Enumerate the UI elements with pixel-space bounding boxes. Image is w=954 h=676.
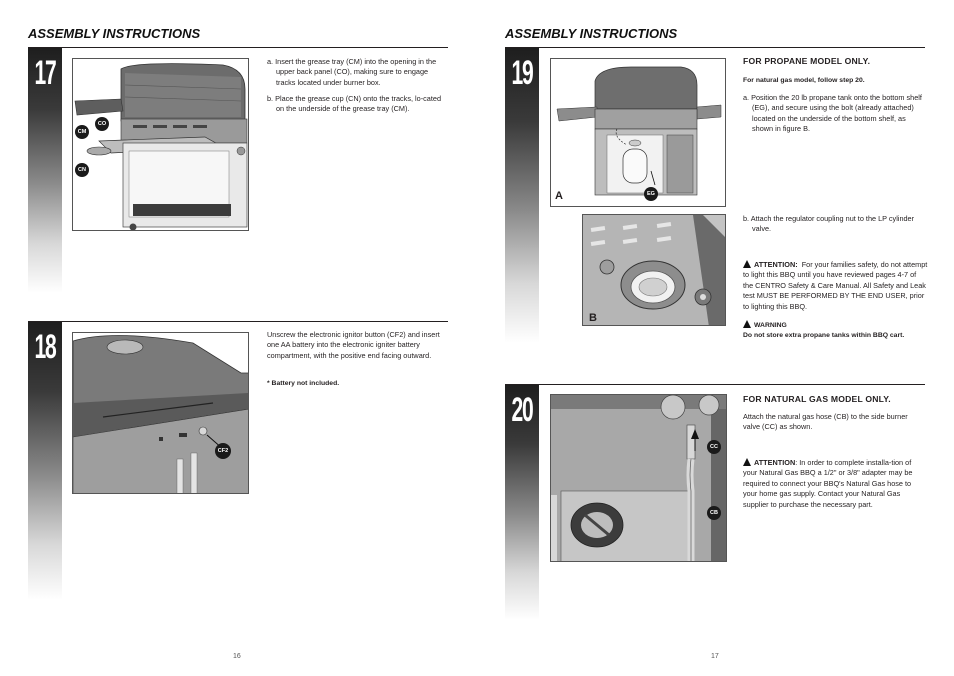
step18-illustration <box>72 332 249 494</box>
step20-attention-label: ATTENTION <box>754 458 796 467</box>
step18-number: 18 <box>34 328 57 366</box>
step18-stripe: 18 <box>28 322 62 600</box>
figure-b-label: B <box>589 312 597 324</box>
step20-stripe: 20 <box>505 385 539 620</box>
step19-subhead: FOR PROPANE MODEL ONLY. <box>743 56 871 66</box>
step19-stripe: 19 <box>505 48 539 343</box>
step17-number: 17 <box>34 54 57 92</box>
step18-note: * Battery not included. <box>267 380 340 387</box>
right-page-number: 17 <box>711 653 719 660</box>
step17-stripe: 17 <box>28 48 62 293</box>
natural-gas-hose-image <box>551 395 726 561</box>
step20-illustration <box>550 394 727 562</box>
grill-ignitor-image <box>73 333 248 493</box>
step20-rule <box>505 384 925 385</box>
step20-attention-text: : In order to complete installa-tion of … <box>743 458 913 509</box>
step20-text: Attach the natural gas hose (CB) to the … <box>743 412 908 432</box>
warning-triangle-icon <box>743 320 751 328</box>
step19-figure-a <box>550 58 726 207</box>
label-cb: CB <box>707 506 721 520</box>
warning-triangle-icon <box>743 260 751 268</box>
step17-illustration <box>72 58 249 231</box>
step20-subhead: FOR NATURAL GAS MODEL ONLY. <box>743 394 891 404</box>
step19-text-a: a. Position the 20 lb propane tank onto … <box>743 93 922 134</box>
step19-text-b: b. Attach the regulator coupling nut to … <box>743 214 915 234</box>
lp-cylinder-valve-image <box>583 215 725 325</box>
step19-number: 19 <box>511 54 534 92</box>
left-page-number: 16 <box>233 653 241 660</box>
step17-text-a: a. Insert the grease tray (CM) into the … <box>267 57 437 87</box>
left-header-rule <box>28 47 448 48</box>
step19-attention: ATTENTION: For your families safety, do … <box>743 260 928 312</box>
label-cn: CN <box>75 163 89 177</box>
label-co: CO <box>95 117 109 131</box>
warning-triangle-icon <box>743 458 751 466</box>
figure-a-label: A <box>555 190 563 202</box>
label-eg: EG <box>644 187 658 201</box>
step19-attention-text: For your families safety, do not attempt… <box>743 260 928 311</box>
step17-text-b: b. Place the grease cup (CN) onto the tr… <box>267 94 441 114</box>
step19-attention-label: ATTENTION: <box>754 260 798 269</box>
right-header-rule <box>505 47 925 48</box>
label-cm: CM <box>75 125 89 139</box>
right-page-header: ASSEMBLY INSTRUCTIONS <box>505 26 678 41</box>
grill-propane-tank-image <box>551 59 725 206</box>
step19-figure-b <box>582 214 726 326</box>
left-page-header: ASSEMBLY INSTRUCTIONS <box>28 26 201 41</box>
label-cc: CC <box>707 440 721 454</box>
step19-warning: WARNING Do not store extra propane tanks… <box>743 320 928 340</box>
step19-warning-label: WARNING <box>754 322 787 329</box>
step18-rule <box>28 321 448 322</box>
step19-natural-note: For natural gas model, follow step 20. <box>743 77 865 84</box>
step20-number: 20 <box>511 391 534 429</box>
step20-attention: ATTENTION: In order to complete installa… <box>743 458 918 510</box>
grill-grease-tray-image <box>73 59 248 230</box>
label-cf2: CF2 <box>215 443 231 459</box>
step19-warning-text: Do not store extra propane tanks within … <box>743 331 905 339</box>
step18-text: Unscrew the electronic ignitor button (C… <box>267 330 440 360</box>
